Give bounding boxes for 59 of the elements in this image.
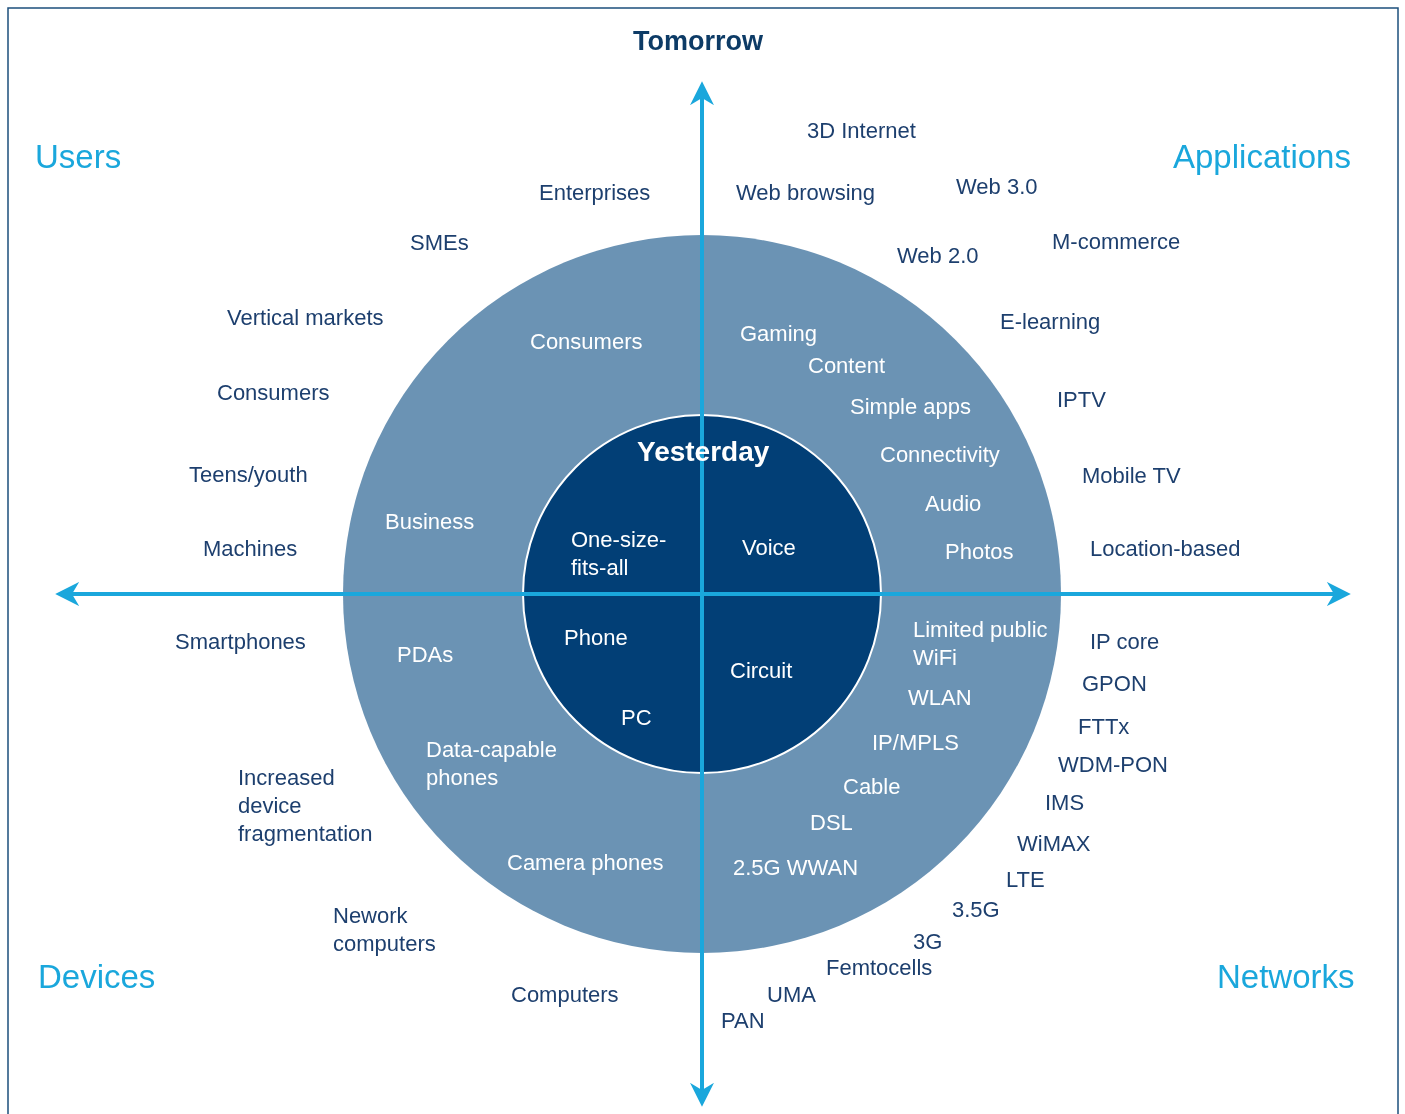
segment-label: WLAN	[908, 684, 972, 712]
quadrant-title: Users	[35, 137, 122, 176]
segment-label: Cable	[843, 773, 901, 801]
outer-label: Web 2.0	[897, 242, 979, 270]
outer-label: Nework computers	[333, 902, 437, 958]
quadrant-title: Networks	[1217, 957, 1355, 996]
outer-label: Teens/youth	[189, 461, 308, 489]
outer-label: WDM-PON	[1058, 751, 1168, 779]
segment-label: Phone	[564, 624, 628, 652]
segment-label: Data-capable phones	[426, 736, 558, 792]
outer-label: Computers	[511, 981, 619, 1009]
outer-label: E-learning	[1000, 308, 1101, 336]
segment-label: Limited public WiFi	[913, 616, 1049, 672]
outer-label: IP core	[1090, 628, 1160, 656]
segment-label: Connectivity	[880, 441, 1000, 469]
segment-label: One-size-fits-all	[571, 526, 668, 582]
segment-label: PDAs	[397, 641, 454, 669]
outer-label: Smartphones	[175, 628, 306, 656]
outer-label: FTTx	[1078, 713, 1130, 741]
outer-label: UMA	[767, 981, 816, 1009]
outer-label: WiMAX	[1017, 830, 1091, 858]
segment-label: Photos	[945, 538, 1014, 566]
segment-label: Camera phones	[507, 849, 664, 877]
outer-label: SMEs	[410, 229, 469, 257]
outer-label: 3D Internet	[807, 117, 916, 145]
segment-label: DSL	[810, 809, 853, 837]
segment-label: Simple apps	[850, 393, 972, 421]
outer-label: Location-based	[1090, 535, 1241, 563]
segment-label: Voice	[742, 534, 796, 562]
outer-label: Increased device fragmentation	[238, 764, 374, 848]
segment-label: Consumers	[530, 328, 643, 356]
outer-label: Enterprises	[539, 179, 651, 207]
outer-label: PAN	[721, 1007, 765, 1035]
segment-label: Audio	[925, 490, 982, 518]
outer-label: Vertical markets	[227, 304, 384, 332]
outer-label: Femtocells	[826, 954, 933, 982]
quadrant-title: Devices	[38, 957, 156, 996]
outer-label: 3.5G	[952, 896, 1000, 924]
segment-label: Circuit	[730, 657, 793, 685]
segment-label: Gaming	[740, 320, 818, 348]
outer-label: Mobile TV	[1082, 462, 1181, 490]
segment-label: Business	[385, 508, 475, 536]
outer-label: 3G	[913, 928, 943, 956]
outer-label: Web 3.0	[956, 173, 1038, 201]
outer-label: Consumers	[217, 379, 330, 407]
outer-label: LTE	[1006, 866, 1045, 894]
outer-label: GPON	[1082, 670, 1147, 698]
center-title: Yesterday	[637, 435, 770, 469]
segment-label: PC	[621, 704, 652, 732]
outer-label: Machines	[203, 535, 298, 563]
segment-label: 2.5G WWAN	[733, 854, 859, 882]
segment-label: Content	[808, 352, 886, 380]
outer-label: IPTV	[1057, 386, 1106, 414]
outer-label: IMS	[1045, 789, 1085, 817]
quadrant-title: Applications	[1173, 137, 1351, 176]
axis-label: Tomorrow	[633, 25, 763, 58]
outer-label: Web browsing	[736, 179, 875, 207]
outer-label: M-commerce	[1052, 228, 1181, 256]
segment-label: IP/MPLS	[872, 729, 959, 757]
